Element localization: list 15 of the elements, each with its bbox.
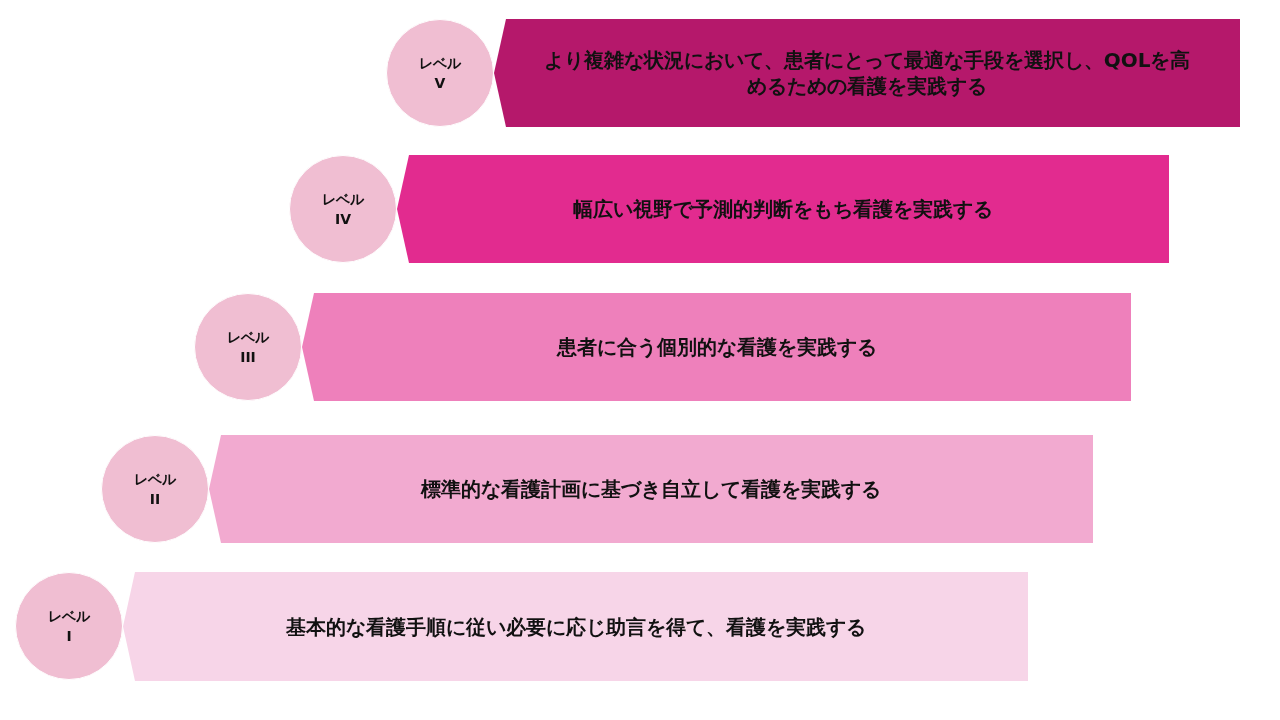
level-description: より複雑な状況において、患者にとって最適な手段を選択し、QOLを高めるための看護を実践する	[542, 47, 1192, 99]
level-banner	[494, 19, 1240, 127]
level-banner	[397, 155, 1169, 263]
level-banner	[209, 435, 1093, 543]
level-label: レベル III	[226, 327, 270, 367]
level-banner	[123, 572, 1028, 681]
level-description: 幅広い視野で予測的判断をもち看護を実践する	[573, 196, 993, 222]
level-label: レベル II	[133, 469, 177, 509]
level-label: レベル I	[47, 606, 91, 646]
level-label: レベル V	[418, 53, 462, 93]
level-description: 基本的な看護手順に従い必要に応じ助言を得て、看護を実践する	[285, 613, 866, 640]
level-description: 患者に合う個別的な看護を実践する	[556, 334, 877, 360]
level-description: 標準的な看護計画に基づき自立して看護を実践する	[421, 476, 881, 502]
level-banner	[302, 293, 1131, 401]
level-label: レベル IV	[321, 189, 365, 229]
